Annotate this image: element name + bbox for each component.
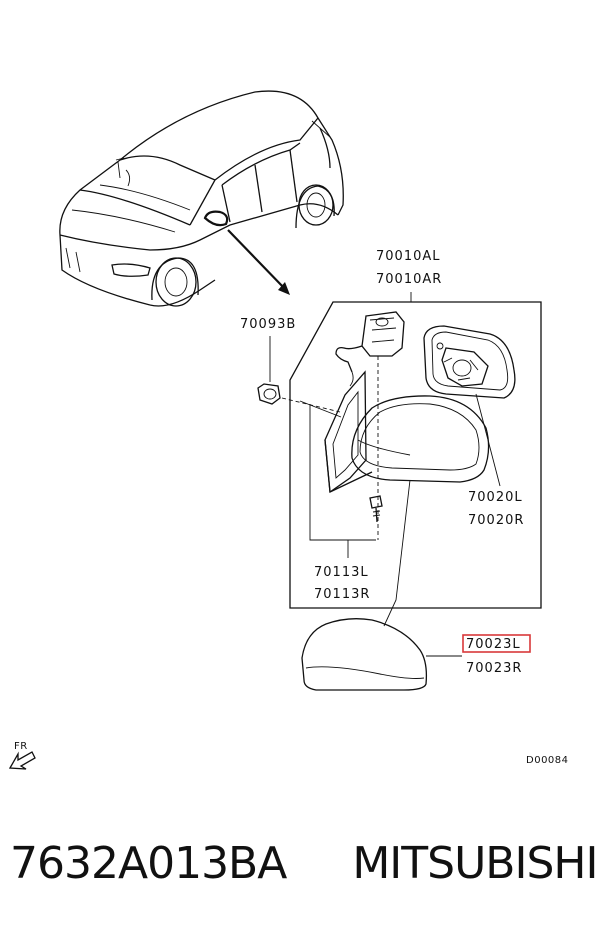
- label-glass-l: 70020L: [468, 490, 523, 505]
- label-cover-r: 70023R: [466, 661, 522, 676]
- brand-name: MITSUBISHI: [352, 838, 598, 889]
- part-number: 7632A013BA: [10, 838, 287, 889]
- front-mark-label: FR: [14, 741, 28, 752]
- pointer-arrow: [227, 229, 290, 295]
- label-glass-r: 70020R: [468, 513, 524, 528]
- label-cover-l: 70023L: [466, 637, 521, 652]
- mirror-cover: [301, 618, 428, 691]
- mirror-glass: [423, 325, 516, 399]
- screw-part: [369, 495, 383, 523]
- label-screw-r: 70113R: [314, 587, 370, 602]
- mirror-housing: [351, 395, 490, 483]
- label-assembly-l: 70010AL: [376, 249, 441, 264]
- assembly-outline: [289, 301, 542, 609]
- label-clip: 70093B: [240, 317, 296, 332]
- car-illustration: [59, 90, 344, 307]
- caption: 7632A013BA MITSUBISHI: [10, 838, 598, 889]
- diagram-code: D00084: [526, 755, 569, 766]
- front-arrow-icon: [8, 751, 36, 770]
- label-assembly-r: 70010AR: [376, 272, 442, 287]
- motor-unit: [335, 311, 405, 387]
- label-cover-l-highlight: [462, 634, 531, 653]
- label-screw-l: 70113L: [314, 565, 369, 580]
- clip-part: [257, 383, 281, 405]
